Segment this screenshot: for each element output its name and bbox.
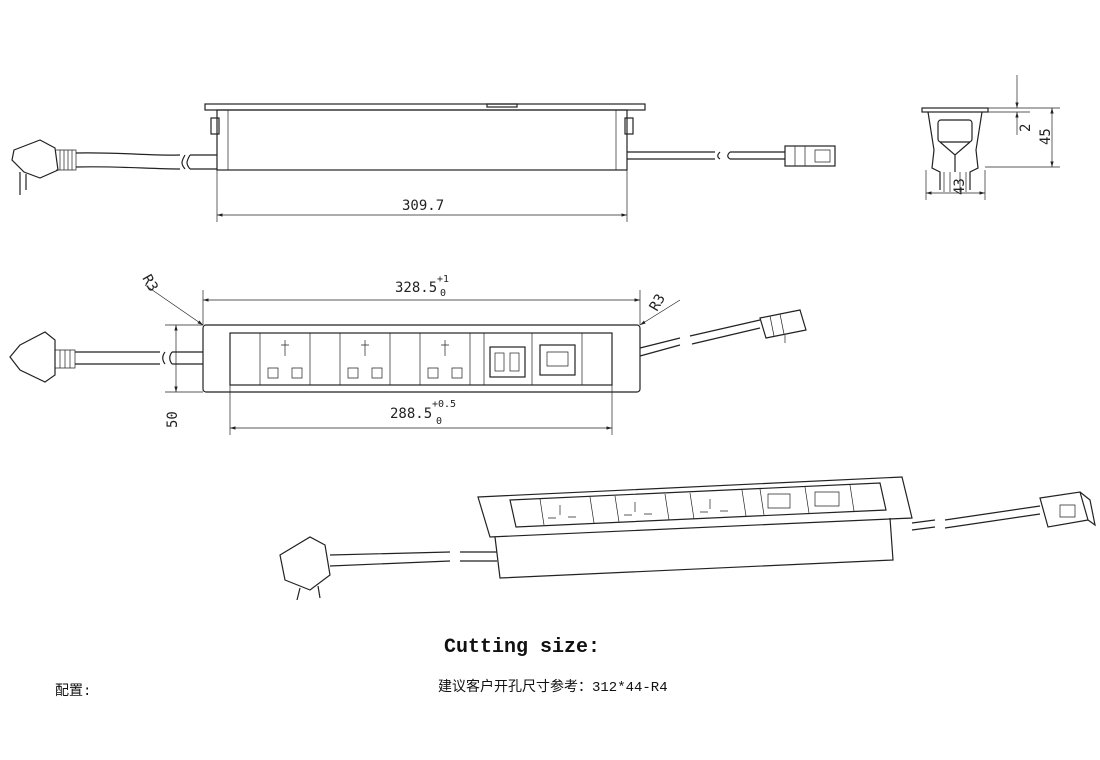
socket-icon: [267, 340, 303, 379]
rj45-plug-icon: [759, 309, 807, 343]
usb-port-icon: [489, 346, 526, 378]
rj45-plug-icon: [784, 145, 836, 167]
iso-rj45-plug-icon: [1039, 491, 1096, 528]
outer-tolerance-lower: 0: [440, 288, 446, 299]
isometric-view: [279, 476, 1096, 601]
lip-dimension: 2: [1018, 124, 1034, 132]
socket-icon: [427, 340, 463, 379]
left-cord: [75, 152, 181, 170]
top-view: 309.7: [11, 103, 836, 222]
length-dimension: 309.7: [402, 198, 444, 214]
height-dimension: 50: [165, 411, 181, 428]
iso-plug-icon: [279, 536, 331, 591]
outer-tolerance-upper: +1: [437, 274, 449, 285]
width-dimension: 43: [952, 178, 968, 195]
iso-frame: [477, 476, 913, 538]
top-body: [216, 109, 628, 171]
top-flange: [204, 103, 646, 111]
inner-length-dimension: 288.5: [390, 406, 432, 422]
ethernet-port-icon: [539, 344, 576, 376]
iso-body: [494, 517, 894, 579]
height-dimension: 45: [1038, 128, 1054, 145]
outer-frame: [202, 324, 641, 393]
radius-right: R3: [647, 291, 669, 314]
config-label: 配置:: [55, 684, 92, 700]
cutting-size-note: 建议客户开孔尺寸参考：312*44-R4: [438, 680, 668, 696]
side-view: 2 45 43: [921, 75, 1060, 200]
inner-tolerance-lower: 0: [436, 416, 442, 427]
right-cord: [627, 151, 731, 160]
front-view: 328.5 +1 0 288.5 +0.5 0 50 R3 R3: [9, 272, 807, 435]
inner-panel: [229, 332, 613, 386]
cutting-size-title: Cutting size:: [444, 636, 601, 659]
outer-length-dimension: 328.5: [395, 280, 437, 296]
top-button: [486, 103, 518, 108]
inner-tolerance-upper: +0.5: [432, 399, 456, 410]
radius-left: R3: [139, 272, 161, 295]
plug-icon: [11, 139, 77, 195]
socket-icon: [347, 340, 383, 379]
plug-front-icon: [9, 331, 56, 383]
